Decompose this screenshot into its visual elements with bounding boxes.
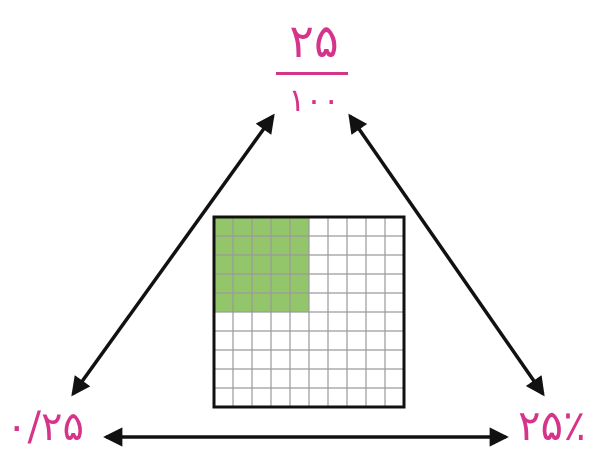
- shaded-region: [214, 217, 309, 312]
- fraction-bar: [276, 72, 348, 75]
- fraction-denominator: ۱۰۰: [288, 81, 340, 119]
- arrow-fraction-percent: [348, 113, 545, 397]
- grid-border: [212, 215, 406, 409]
- arrow-fraction-decimal: [71, 113, 275, 397]
- fraction-numerator: ۲۵: [289, 14, 339, 68]
- decimal-label: ۰/۲۵: [6, 404, 84, 450]
- hundred-grid: [212, 215, 406, 409]
- percent-label: ۲۵٪: [518, 401, 586, 450]
